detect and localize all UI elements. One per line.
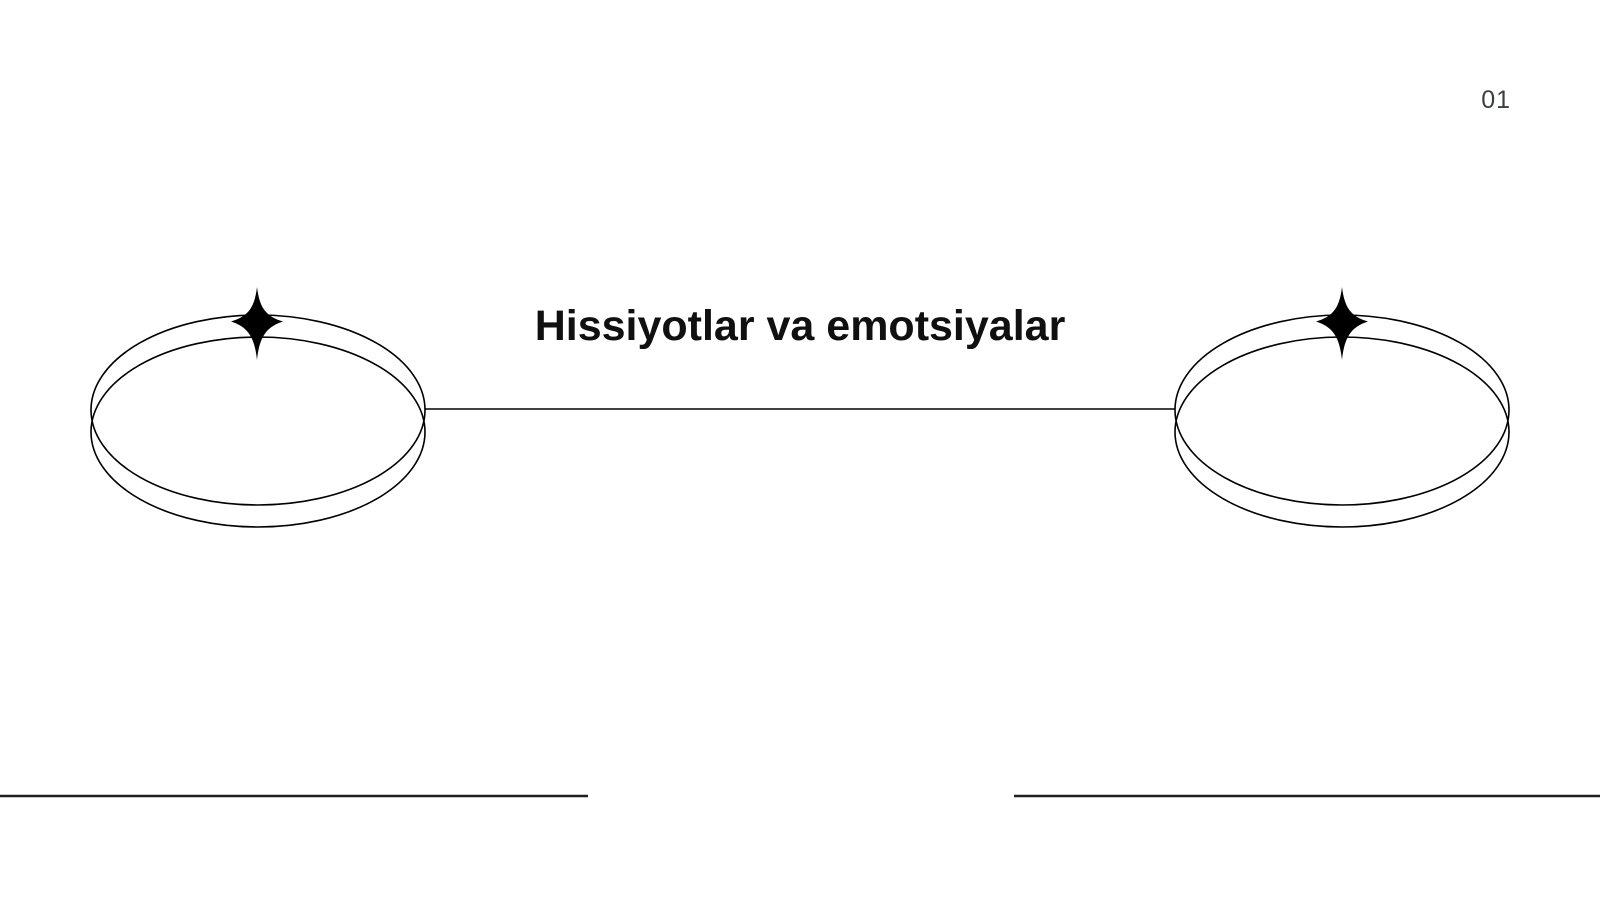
left-ring-lower-ellipse [90,336,426,528]
right-ring-lower-ellipse [1174,336,1510,528]
page-number: 01 [1481,86,1511,114]
left-sparkle-icon [231,287,283,360]
right-sparkle-icon [1316,287,1368,360]
slide-title: Hissiyotlar va emotsiyalar [534,302,1066,350]
